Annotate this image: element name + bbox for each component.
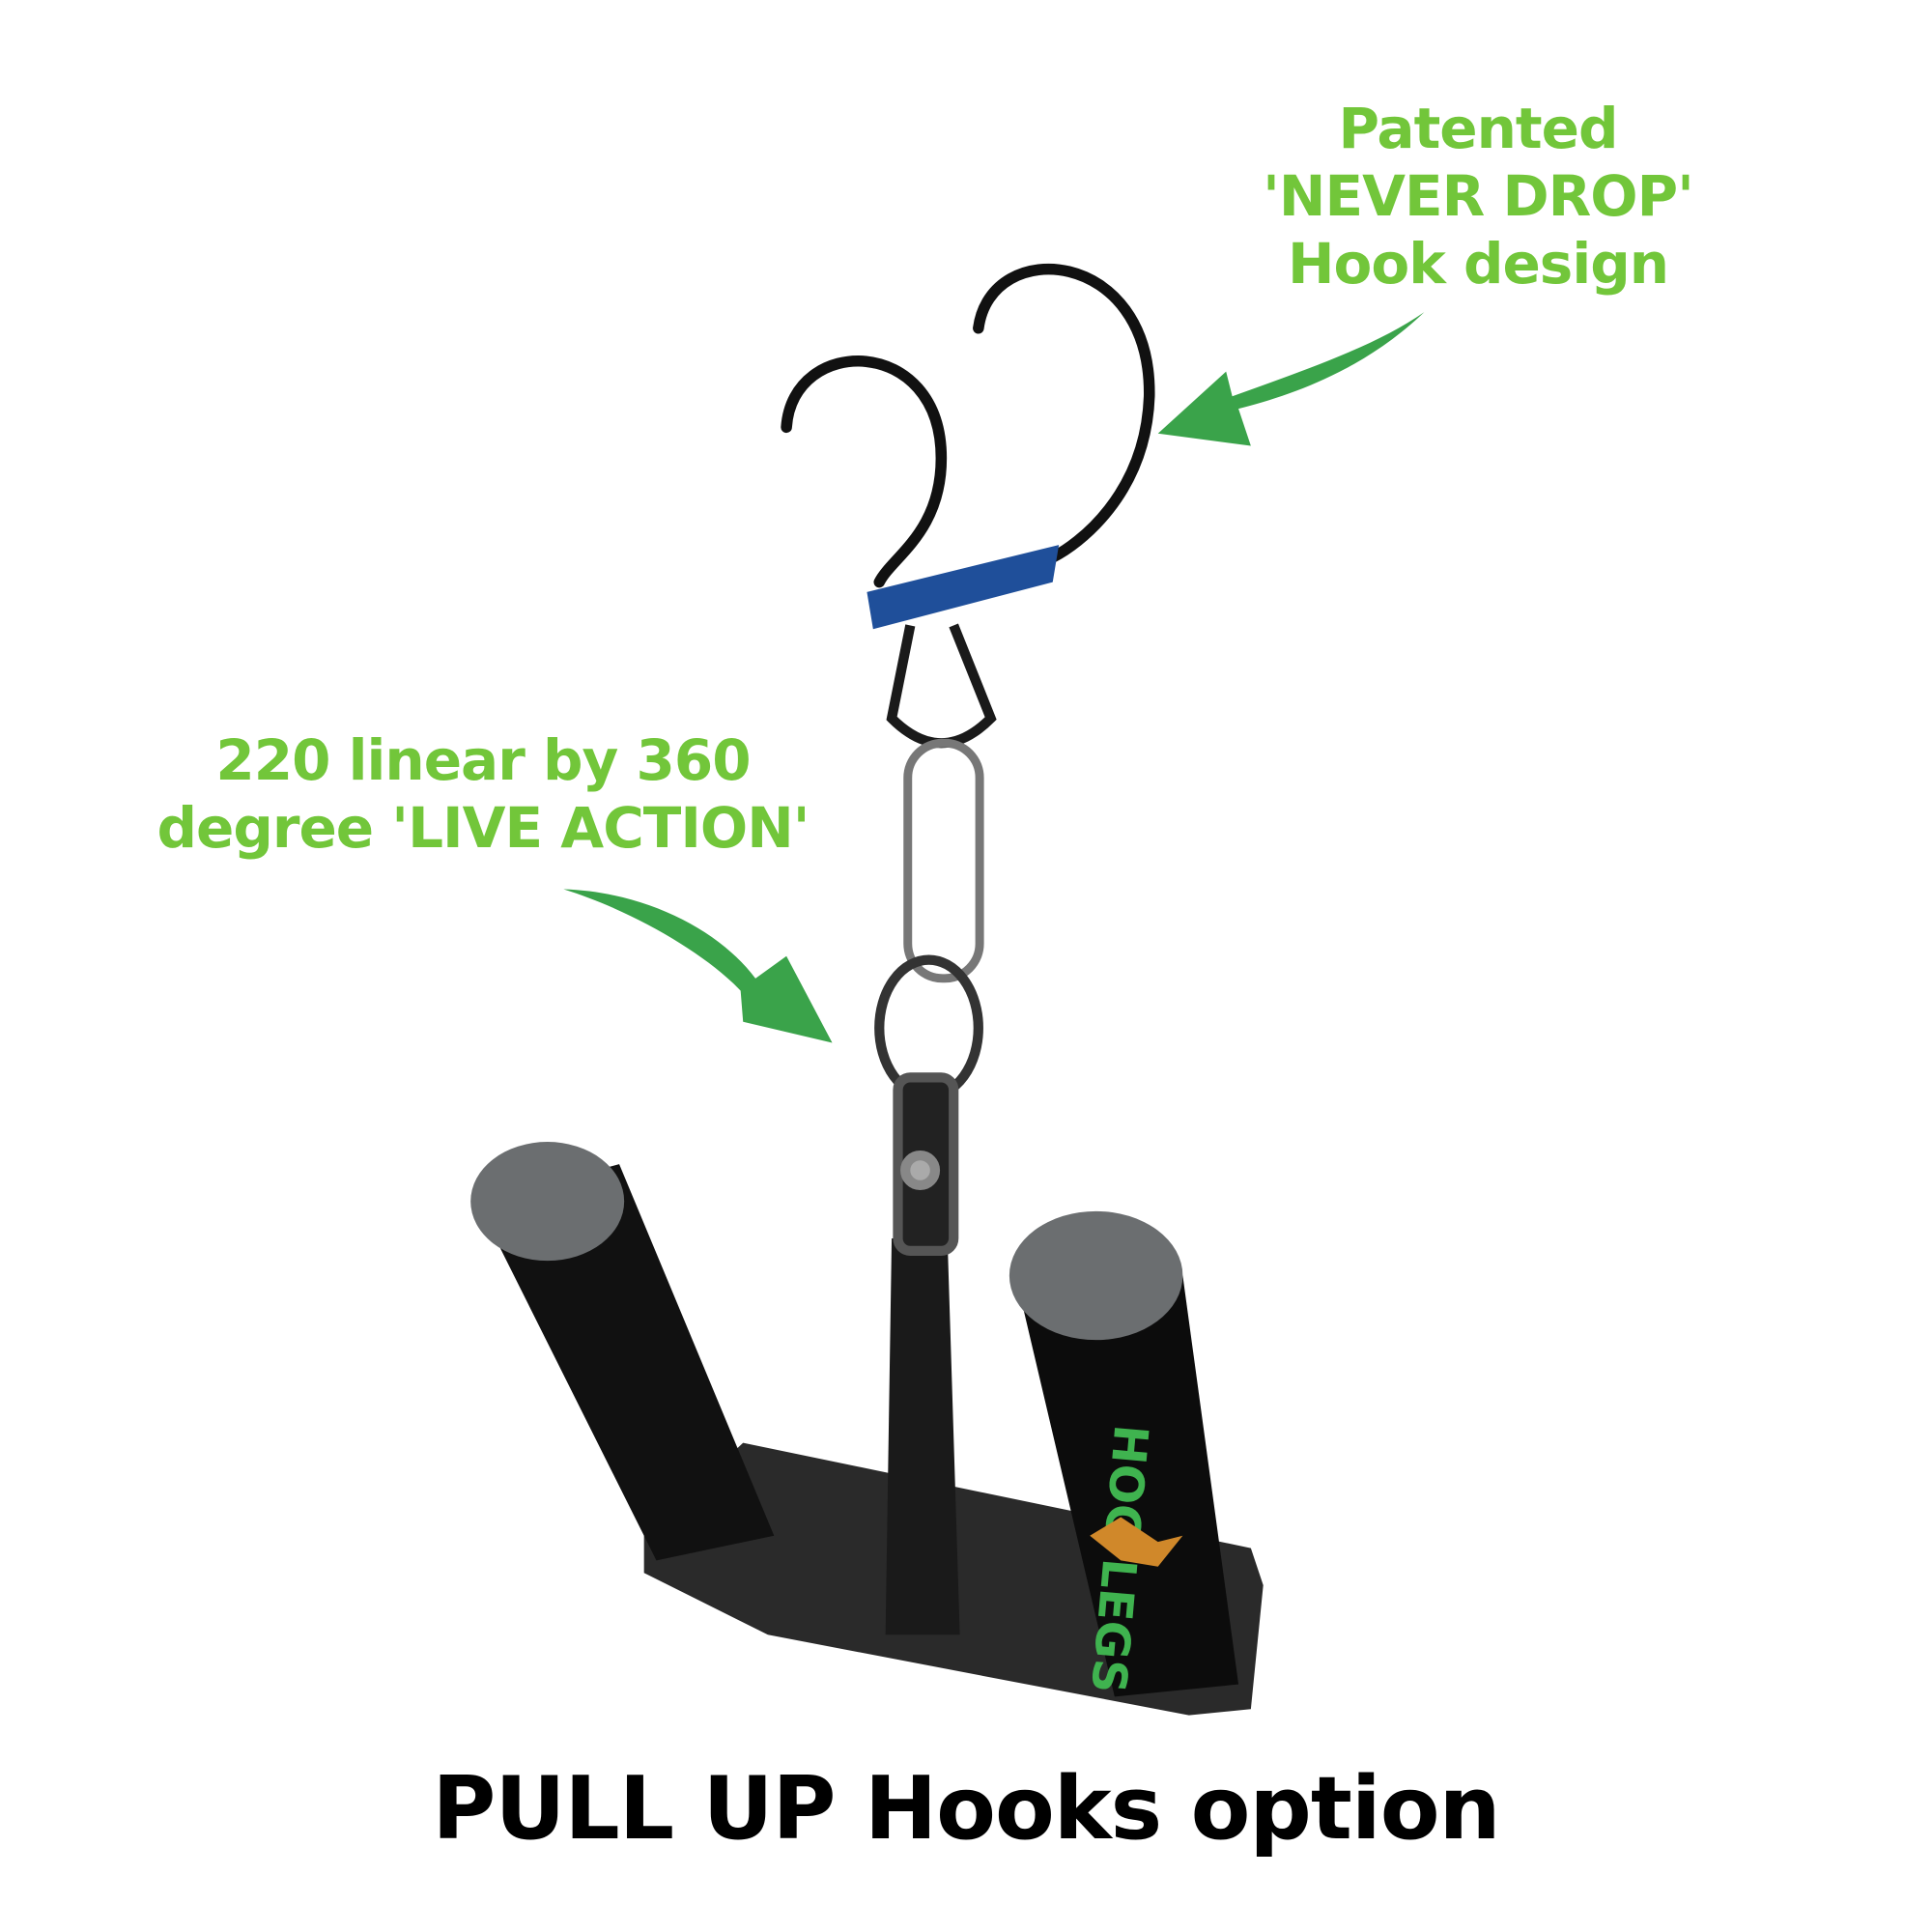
blue-strap <box>867 545 1060 630</box>
strap <box>885 1238 960 1635</box>
hooks <box>781 263 1155 588</box>
page-title: PULL UP Hooks option <box>432 1758 1500 1860</box>
hook-callout: Patented 'NEVER DROP' Hook design <box>1188 95 1768 298</box>
swivel-callout: 220 linear by 360 degree 'LIVE ACTION' <box>116 726 850 862</box>
right-handle: HOG LEGS <box>1009 1210 1239 1697</box>
swivel-assembly <box>874 623 997 1257</box>
arrow-to-hook-icon <box>1157 312 1425 446</box>
arrow-to-swivel-icon <box>563 889 833 1043</box>
hook-callout-line: 'NEVER DROP' <box>1263 163 1694 229</box>
swivel-callout-line: degree 'LIVE ACTION' <box>156 795 810 861</box>
hook-callout-line: Hook design <box>1287 231 1669 297</box>
hook-callout-line: Patented <box>1338 96 1618 161</box>
left-handle <box>470 1142 775 1561</box>
swivel-callout-line: 220 linear by 360 <box>215 727 751 793</box>
